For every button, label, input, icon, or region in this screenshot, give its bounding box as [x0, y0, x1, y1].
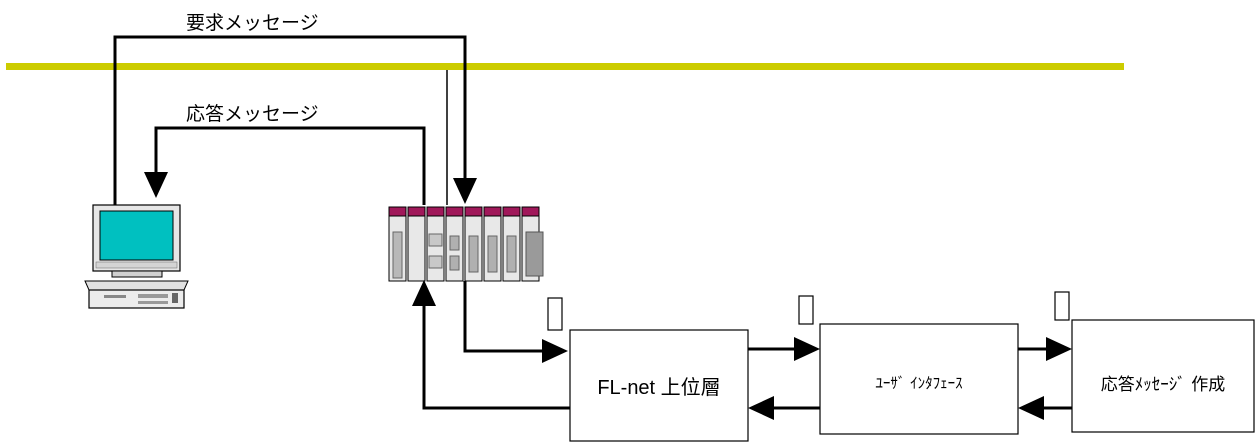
response-message-arrow	[156, 128, 424, 205]
plc-to-upper-layer-arrowhead	[542, 339, 568, 363]
ui-to-builder-arrowhead	[1046, 337, 1072, 361]
desktop-computer-icon	[85, 205, 188, 308]
response-builder-label: 応答ﾒｯｾｰｼﾞ 作成	[1072, 352, 1254, 412]
network-bus-line	[6, 63, 1124, 70]
request-arrowhead	[453, 178, 477, 204]
request-message-label: 要求メッセージ	[186, 8, 319, 35]
upper-layer-label: FL-net 上位層	[570, 355, 748, 415]
upper-layer-to-plc-arrowhead	[412, 280, 436, 306]
upper-to-ui-arrowhead	[794, 337, 820, 361]
response-arrowhead	[144, 172, 168, 198]
user-interface-label: ﾕｰｻﾞ ｲﾝﾀﾌｪｰｽ	[820, 352, 1018, 412]
plc-rack-icon	[389, 207, 543, 281]
plc-to-upper-layer-arrow	[465, 281, 542, 351]
response-message-label: 応答メッセージ	[186, 99, 319, 126]
builder-to-ui-arrowhead	[1018, 396, 1044, 420]
ui-to-upper-arrowhead	[748, 396, 774, 420]
